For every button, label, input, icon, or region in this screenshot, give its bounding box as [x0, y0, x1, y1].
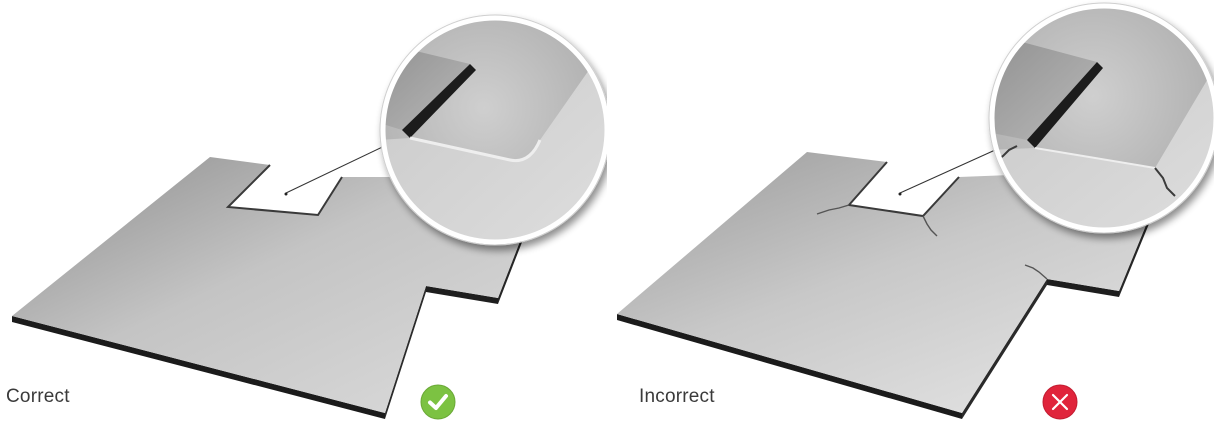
incorrect-badge	[1042, 384, 1078, 420]
cross-icon	[1042, 384, 1078, 420]
caption-incorrect: Incorrect	[639, 386, 715, 408]
correct-panel: Correct	[0, 0, 607, 421]
caption-correct: Correct	[6, 386, 70, 408]
correct-slab-illustration	[0, 0, 607, 421]
incorrect-slab-illustration	[607, 0, 1214, 421]
incorrect-panel: Incorrect	[607, 0, 1214, 421]
callout-dot	[285, 193, 288, 196]
checkmark-icon	[420, 384, 456, 420]
callout-dot	[899, 193, 902, 196]
correct-badge	[420, 384, 456, 420]
